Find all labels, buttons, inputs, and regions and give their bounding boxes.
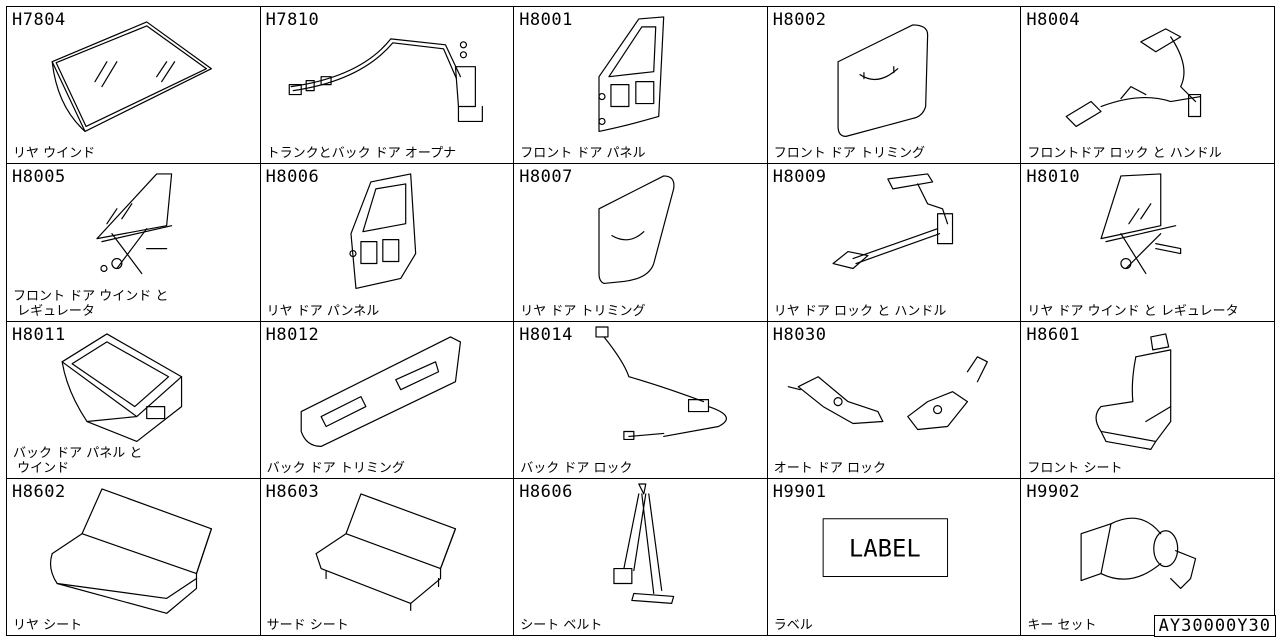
bench-seat-icon bbox=[315, 493, 456, 611]
part-code: H8007 bbox=[519, 167, 573, 188]
part-cell-h8006[interactable]: H8006 リヤ ドア パンネル bbox=[260, 164, 515, 322]
part-label: ラベル bbox=[773, 618, 813, 633]
label-box-icon: LABEL bbox=[822, 518, 948, 577]
part-cell-h8011[interactable]: H8011 バック ドア パネル と ウインド bbox=[7, 321, 261, 479]
back-door-icon bbox=[61, 332, 183, 442]
part-label: バック ドア パネル と ウインド bbox=[13, 445, 143, 476]
rear-window-icon bbox=[51, 21, 213, 132]
part-label: リヤ ドア パンネル bbox=[266, 303, 380, 319]
parts-catalog-grid: H7804 リヤ ウインド H7810 トランクとバック ドア オープナ H80… bbox=[6, 6, 1275, 636]
part-cell-h8602[interactable]: H8602 リヤ シート bbox=[7, 478, 261, 636]
part-label: フロント ドア パネル bbox=[520, 146, 646, 162]
part-label: リヤ ウインド bbox=[13, 146, 96, 162]
label-box-text: LABEL bbox=[849, 534, 921, 562]
part-code: H8012 bbox=[265, 324, 320, 345]
bench-seat-icon bbox=[49, 488, 213, 614]
part-label: バック ドア トリミング bbox=[266, 460, 405, 476]
front-door-panel-icon bbox=[598, 16, 665, 132]
part-label: リヤ ドア トリミング bbox=[520, 303, 646, 319]
part-code: H8004 bbox=[1026, 10, 1081, 30]
part-label: キー セット bbox=[1027, 618, 1097, 633]
part-cell-h8010[interactable]: H8010 リヤ ドア ウインド と レギュレータ bbox=[1021, 164, 1275, 322]
part-cell-h7804[interactable]: H7804 リヤ ウインド bbox=[7, 7, 261, 165]
part-cell-h8014[interactable]: H8014 バック ドア ロック bbox=[514, 321, 768, 479]
rear-door-panel-icon bbox=[348, 173, 416, 290]
window-regulator-icon bbox=[1100, 173, 1182, 275]
part-code: H8001 bbox=[519, 10, 573, 30]
rear-lock-rod-icon bbox=[832, 173, 953, 270]
part-cell-h8007[interactable]: H8007 リヤ ドア トリミング bbox=[514, 164, 768, 322]
door-trim-icon bbox=[837, 24, 929, 137]
diagram-code: AY30000Y30 bbox=[1153, 615, 1276, 637]
part-cell-h8606[interactable]: H8606 シート ベルト bbox=[514, 478, 768, 636]
part-code: H7810 bbox=[265, 10, 320, 30]
part-label: トランクとバック ドア オープナ bbox=[266, 146, 457, 162]
seat-belt-icon bbox=[613, 483, 675, 604]
part-cell-h8601[interactable]: H8601 フロント シート bbox=[1021, 321, 1275, 479]
part-label: フロント ドア ウインド と レギュレータ bbox=[13, 288, 169, 319]
part-cell-h8012[interactable]: H8012 バック ドア トリミング bbox=[260, 321, 515, 479]
part-code: H8002 bbox=[772, 10, 827, 30]
part-label: フロントドア ロック と ハンドル bbox=[1027, 146, 1222, 162]
back-door-trim-icon bbox=[300, 335, 461, 447]
part-code: H8602 bbox=[12, 481, 66, 502]
part-label: フロント シート bbox=[1027, 460, 1123, 476]
part-code: H8606 bbox=[519, 481, 573, 502]
actuators-icon bbox=[787, 355, 988, 430]
cable-lock-icon bbox=[595, 325, 728, 440]
part-code: H9901 bbox=[772, 481, 827, 502]
part-label: リヤ シート bbox=[13, 618, 83, 633]
part-code: H8030 bbox=[772, 324, 827, 345]
part-cell-h8030[interactable]: H8030 オート ドア ロック bbox=[767, 321, 1022, 479]
door-trim-icon bbox=[598, 175, 675, 285]
part-cell-h8603[interactable]: H8603 サード シート bbox=[260, 478, 515, 636]
part-label: オート ドア ロック bbox=[773, 460, 887, 476]
part-code: H8603 bbox=[265, 481, 320, 502]
part-code: H8010 bbox=[1026, 167, 1081, 188]
part-label: サード シート bbox=[266, 618, 349, 633]
part-label: シート ベルト bbox=[520, 618, 603, 633]
front-seat-icon bbox=[1095, 332, 1172, 450]
part-cell-h8001[interactable]: H8001 フロント ドア パネル bbox=[514, 7, 768, 165]
part-cell-h7810[interactable]: H7810 トランクとバック ドア オープナ bbox=[260, 7, 515, 165]
part-cell-h8009[interactable]: H8009 リヤ ドア ロック と ハンドル bbox=[767, 164, 1022, 322]
lock-handle-icon bbox=[1065, 28, 1202, 128]
part-cell-h9901[interactable]: H9901 LABEL ラベル bbox=[767, 478, 1022, 636]
part-label: リヤ ドア ロック と ハンドル bbox=[773, 303, 947, 319]
part-code: H8601 bbox=[1026, 324, 1081, 345]
part-cell-h8002[interactable]: H8002 フロント ドア トリミング bbox=[767, 7, 1022, 165]
key-cylinder-icon bbox=[1080, 517, 1197, 589]
part-label: バック ドア ロック bbox=[520, 460, 633, 476]
part-code: H8014 bbox=[519, 324, 573, 345]
window-regulator-icon bbox=[96, 173, 173, 275]
part-code: H7804 bbox=[12, 10, 66, 30]
part-label: フロント ドア トリミング bbox=[773, 146, 926, 162]
part-label: リヤ ドア ウインド と レギュレータ bbox=[1027, 303, 1239, 319]
part-cell-h9902[interactable]: H9902 キー セット bbox=[1021, 478, 1275, 636]
part-code: H8005 bbox=[12, 167, 66, 188]
part-cell-h8005[interactable]: H8005 フロント ドア ウインド と レギュレータ bbox=[7, 164, 261, 322]
part-code: H9902 bbox=[1026, 481, 1081, 502]
part-code: H8009 bbox=[772, 167, 827, 188]
part-code: H8006 bbox=[265, 167, 320, 188]
part-code: H8011 bbox=[12, 324, 66, 345]
part-cell-h8004[interactable]: H8004 フロントドア ロック と ハンドル bbox=[1021, 7, 1275, 165]
cable-opener-icon bbox=[288, 38, 483, 123]
